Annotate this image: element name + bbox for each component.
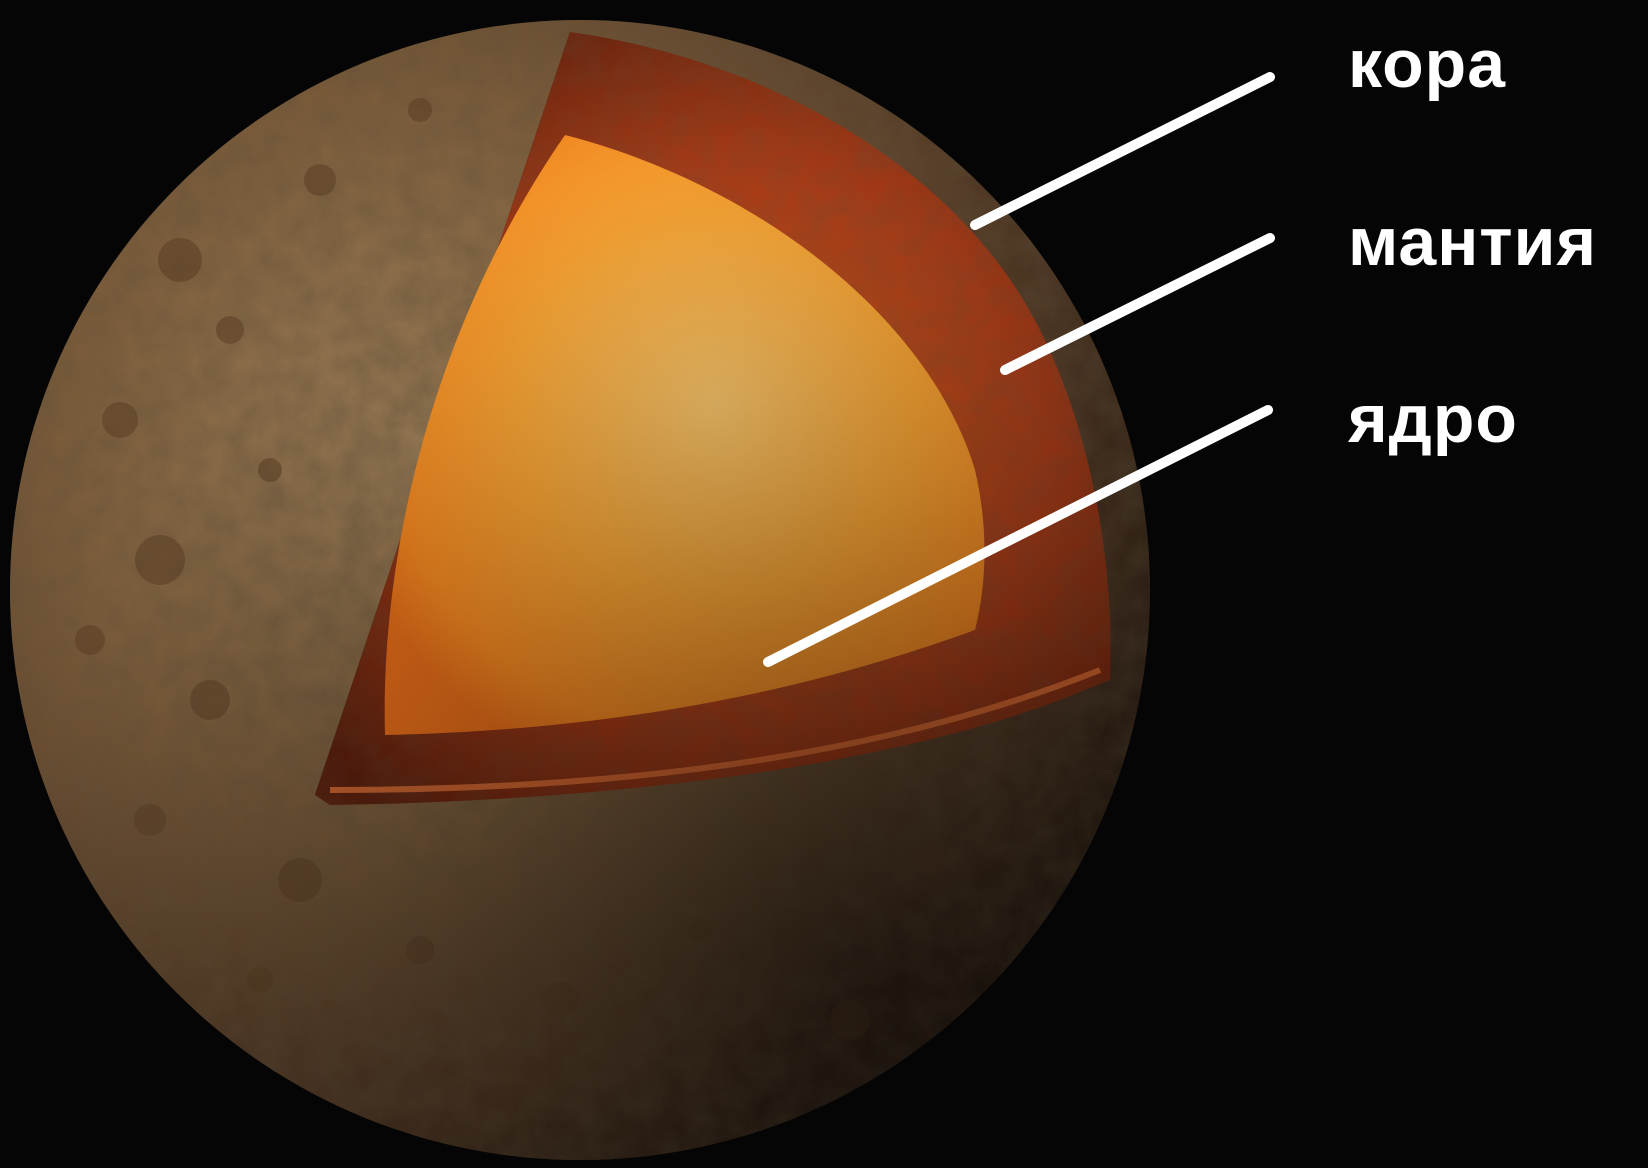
- label-crust: кора: [1348, 30, 1506, 98]
- sphere-shading: [10, 20, 1150, 1160]
- label-mantle: мантия: [1348, 208, 1597, 276]
- label-core: ядро: [1348, 385, 1518, 453]
- leader-line-crust: [975, 77, 1270, 225]
